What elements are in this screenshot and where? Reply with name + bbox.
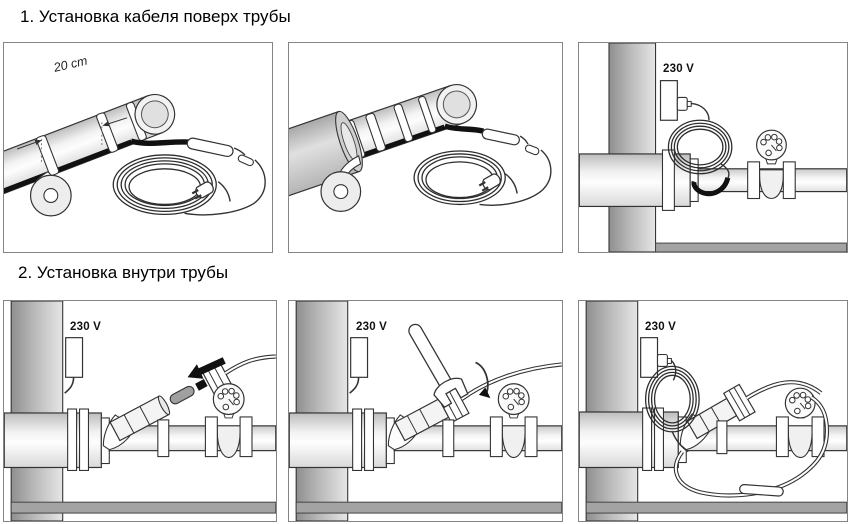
- pipe-cable-illustration: [4, 93, 266, 217]
- panel-tighten-gland: 230 V: [288, 300, 563, 522]
- cable-to-right: [460, 362, 562, 401]
- power-cord: [670, 359, 677, 381]
- wall-stud: [295, 301, 349, 521]
- power-cord: [691, 102, 730, 179]
- floor: [10, 501, 276, 514]
- floor: [585, 501, 847, 514]
- pipe-flange: [79, 408, 90, 472]
- pipe-flange: [364, 408, 375, 472]
- branch-fitting: [394, 383, 470, 442]
- cable-to-right: [745, 380, 823, 400]
- tape-band: [418, 95, 437, 134]
- insulated-pipe-illustration: [289, 84, 552, 219]
- pipe-flange: [352, 408, 363, 472]
- valve-icon: [747, 129, 796, 200]
- valve-handle: [755, 129, 787, 161]
- tape-band: [393, 103, 414, 143]
- pipe-flange: [661, 149, 675, 211]
- power-cord: [671, 431, 689, 453]
- valve-icon: [775, 387, 825, 459]
- voltage-label: 230 V: [663, 63, 695, 75]
- wrench-tightening-illustration: [289, 301, 562, 521]
- power-cord: [479, 135, 552, 206]
- floor: [655, 242, 847, 252]
- rotation-arrowhead-icon: [478, 387, 491, 399]
- wrench-icon: [408, 323, 469, 409]
- cord-sleeve: [237, 154, 254, 167]
- tape-band: [365, 112, 386, 152]
- connected-loop-illustration: [579, 301, 847, 521]
- floor: [295, 501, 562, 514]
- section-2-title: 2. Установка внутри трубы: [18, 263, 229, 282]
- insert-arrow-icon: [187, 357, 226, 379]
- tape-band: [35, 135, 60, 176]
- panel-cable-over-pipe-insulated: [288, 42, 563, 253]
- socket-pipe-valve-illustration: [579, 43, 847, 252]
- valve-icon: [204, 383, 253, 459]
- arrow-right-icon: [34, 139, 42, 146]
- cord-sleeve: [524, 144, 540, 156]
- sensor-tip: [169, 385, 195, 405]
- socket-icon: [659, 80, 678, 121]
- plug-icon: [191, 181, 214, 200]
- cold-lead-sleeve: [481, 128, 520, 146]
- valve-icon: [489, 383, 538, 459]
- wall-stud: [585, 301, 639, 521]
- excess-cable-loop: [673, 395, 830, 498]
- socket-icon: [640, 337, 659, 378]
- arrow-left-icon: [102, 120, 110, 127]
- wall-stud: [10, 301, 64, 521]
- wall-stud: [608, 43, 657, 252]
- pipe-ring: [442, 419, 455, 458]
- voltage-label: 230 V: [645, 321, 677, 333]
- voltage-label: 230 V: [356, 321, 388, 333]
- section-1-title: 1. Установка кабеля поверх трубы: [20, 7, 291, 26]
- socket-pigtail: [64, 377, 75, 394]
- valve-handle: [497, 383, 530, 416]
- rotation-arrow-arc: [475, 361, 489, 395]
- plug-icon: [656, 353, 668, 367]
- cable-end: [130, 138, 190, 147]
- pipe-ring: [716, 420, 728, 455]
- cord-coil: [667, 119, 733, 175]
- splice-sleeve: [739, 484, 784, 497]
- diagonal-pipe: [289, 84, 478, 219]
- pipe-ring: [157, 419, 170, 458]
- panel-insert-cable: 230 V: [3, 300, 277, 522]
- cold-lead-sleeve: [186, 137, 234, 158]
- panel-cable-over-pipe-spacing: 20 cm: [3, 42, 273, 253]
- power-cord: [184, 147, 266, 216]
- cable-black-segment: [195, 379, 208, 391]
- valve-handle: [212, 383, 245, 416]
- cable-to-right: [224, 354, 276, 376]
- cable-insertion-illustration: [4, 301, 276, 521]
- pipe-flange: [653, 407, 664, 472]
- panel-connected-cable-loop: 230 V: [578, 300, 848, 522]
- pipe-flange: [67, 408, 78, 472]
- plug-icon: [676, 96, 688, 111]
- voltage-label: 230 V: [70, 321, 102, 333]
- plug-icon: [478, 173, 501, 192]
- cord-coil: [644, 365, 700, 433]
- dimension-annotation: [16, 117, 128, 162]
- panel-connected-socket-over-pipe: 230 V: [578, 42, 848, 253]
- cable-end: [444, 123, 485, 134]
- socket-icon: [350, 337, 369, 378]
- heating-cable: [691, 176, 731, 197]
- socket-pigtail: [349, 377, 360, 394]
- socket-icon: [65, 337, 84, 378]
